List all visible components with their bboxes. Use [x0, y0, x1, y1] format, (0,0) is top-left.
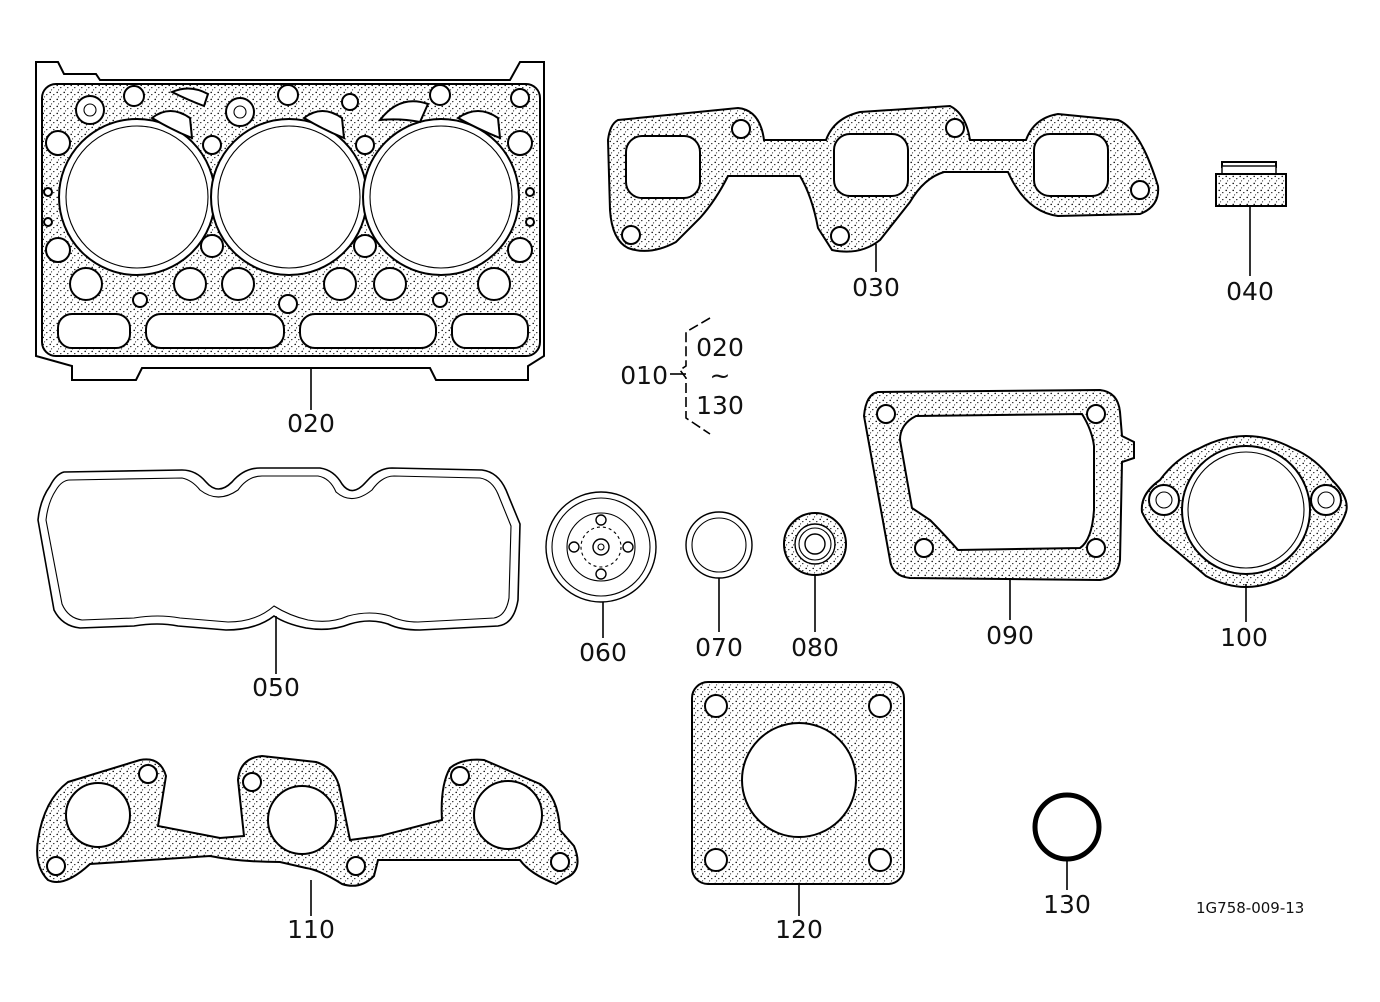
gasket-090-callout: 090 — [986, 621, 1034, 650]
seal-080-drawing — [783, 512, 847, 576]
set-bracket — [670, 317, 711, 435]
part-060-callout: 060 — [579, 638, 627, 667]
gasket-090-drawing — [862, 388, 1135, 582]
cover-gasket-callout: 050 — [252, 673, 300, 702]
drawing-id: 1G758-009-13 — [1196, 899, 1304, 917]
valve-stem-seal-callout: 040 — [1226, 277, 1274, 306]
exhaust-gasket-callout: 030 — [852, 273, 900, 302]
o-ring-drawing — [1032, 792, 1102, 862]
gasket-100-callout: 100 — [1220, 623, 1268, 652]
set-range-end: 130 — [696, 391, 744, 420]
gasket-120-drawing — [691, 681, 905, 885]
head-gasket-callout: 020 — [287, 409, 335, 438]
o-ring-callout: 130 — [1043, 890, 1091, 919]
ring-070-drawing — [685, 511, 753, 579]
part-060-drawing — [545, 491, 657, 603]
exhaust-gasket-drawing — [606, 104, 1160, 253]
seal-080-callout: 080 — [791, 633, 839, 662]
intake-gasket-drawing — [36, 754, 579, 887]
ring-070-callout: 070 — [695, 633, 743, 662]
head-gasket-drawing — [35, 61, 545, 381]
valve-stem-seal-drawing — [1215, 161, 1287, 207]
gasket-120-callout: 120 — [775, 915, 823, 944]
intake-gasket-callout: 110 — [287, 915, 335, 944]
set-code-label: 010 — [620, 361, 668, 390]
set-range-separator: ~ — [710, 361, 731, 390]
set-range-start: 020 — [696, 333, 744, 362]
cover-gasket-drawing — [37, 467, 521, 631]
gasket-100-drawing — [1140, 435, 1348, 588]
